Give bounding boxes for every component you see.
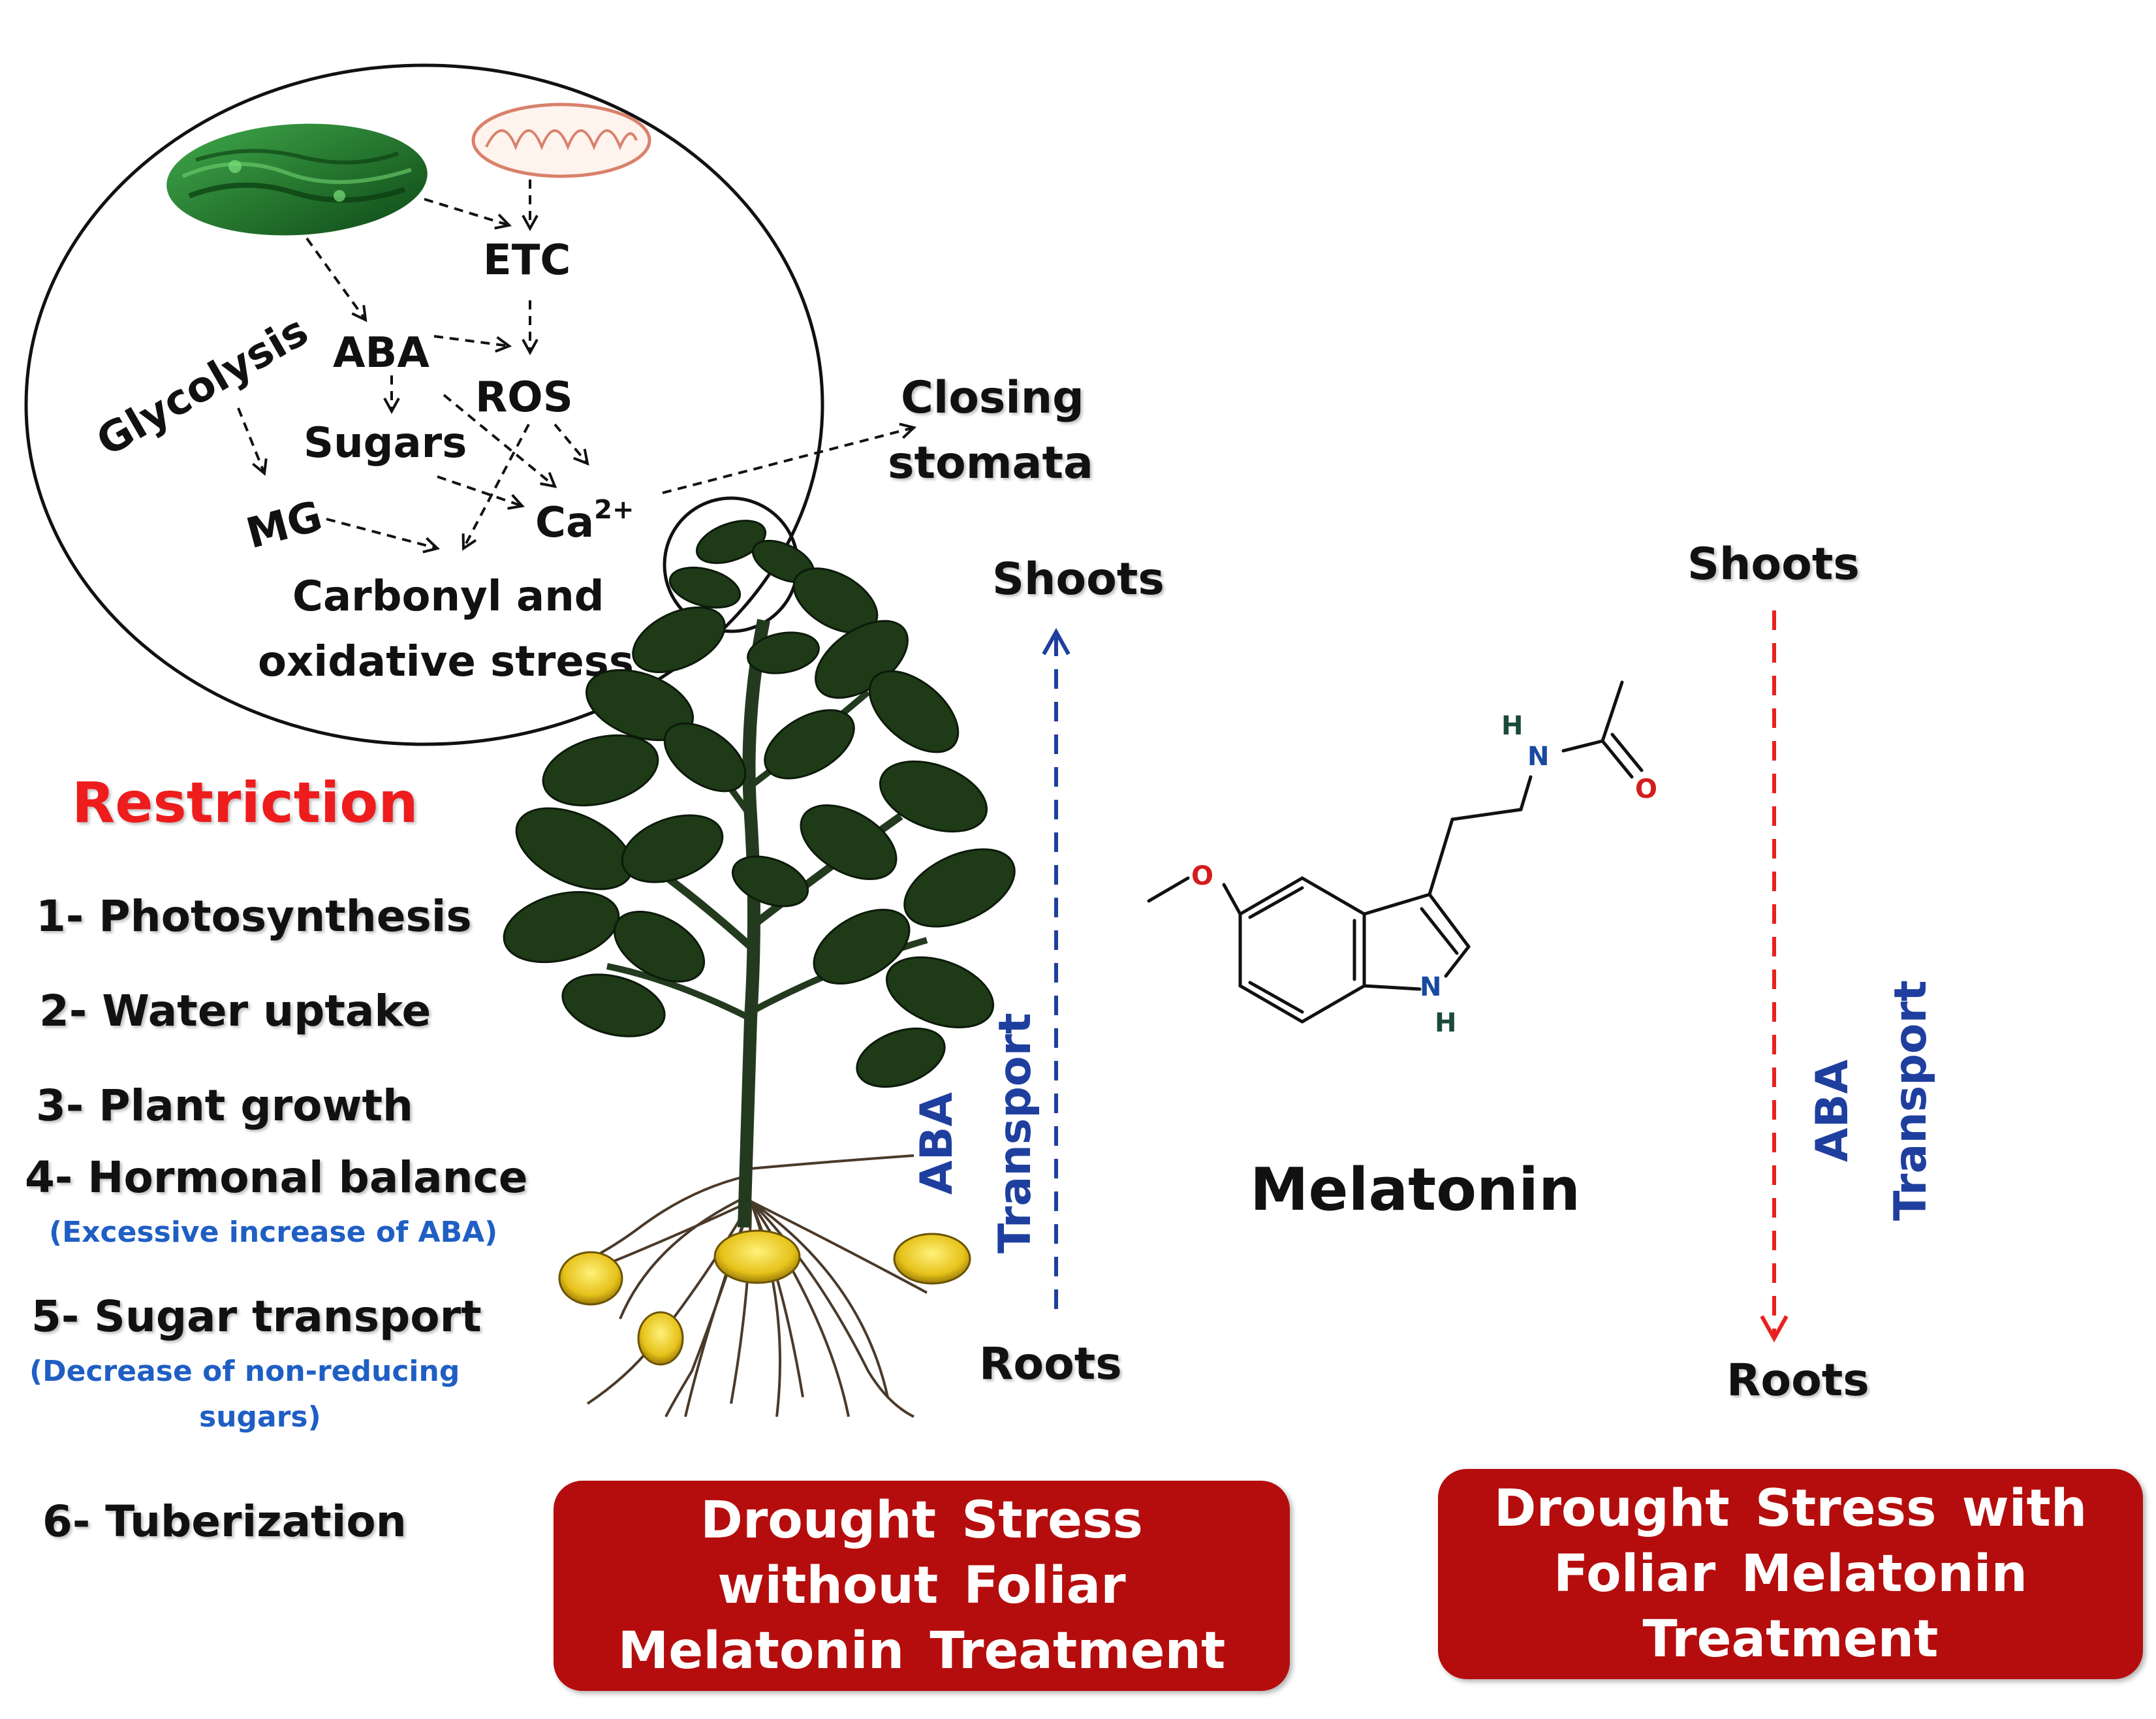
- mg-label: MG: [242, 492, 327, 559]
- left-shoots-label: Shoots: [992, 554, 1164, 605]
- restriction-item-3: 3- Plant growth: [36, 1080, 413, 1131]
- box-left-line1: Drought Stress: [700, 1491, 1143, 1550]
- closing-stomata-line1: Closing: [901, 372, 1084, 424]
- restriction-title: Restriction: [72, 770, 418, 836]
- cell-circle: [24, 63, 824, 746]
- carbonyl-stress-line2: oxidative stress: [258, 638, 634, 686]
- restriction-item-4-note: (Excessive increase of ABA): [49, 1216, 498, 1249]
- box-right-line1: Drought Stress with: [1493, 1479, 2087, 1538]
- ros-label: ROS: [475, 373, 573, 422]
- right-aba-label: ABA: [1807, 1060, 1858, 1162]
- restriction-item-5: 5- Sugar transport: [31, 1291, 482, 1342]
- right-transport-label: Transport: [1885, 980, 1937, 1221]
- left-aba-label: ABA: [911, 1092, 963, 1195]
- pathway-arrows: [237, 180, 917, 554]
- svg-text:O: O: [1635, 774, 1657, 804]
- left-roots-label: Roots: [979, 1338, 1122, 1390]
- restriction-item-5-note-line2: sugars): [199, 1400, 321, 1434]
- box-with-melatonin: Drought Stress with Foliar Melatonin Tre…: [1438, 1469, 2143, 1679]
- right-shoots-label: Shoots: [1687, 539, 1860, 590]
- ca-label: Ca2+: [535, 495, 634, 547]
- box-right-line3: Treatment: [1642, 1610, 1939, 1669]
- glycolysis-label: Glycolysis: [89, 307, 317, 466]
- box-right-line2: Foliar Melatonin: [1554, 1545, 2027, 1603]
- svg-text:H: H: [1435, 1008, 1456, 1038]
- sugars-label: Sugars: [304, 419, 467, 467]
- carbonyl-stress-line1: Carbonyl and: [292, 573, 604, 621]
- etc-label: ETC: [483, 236, 570, 285]
- box-left-line2: without Foliar: [717, 1556, 1126, 1615]
- left-transport-label: Transport: [990, 1013, 1041, 1254]
- right-roots-label: Roots: [1726, 1355, 1869, 1406]
- mitochondrion-icon: [471, 103, 651, 178]
- box-without-melatonin: Drought Stress without Foliar Melatonin …: [554, 1481, 1290, 1691]
- restriction-item-1: 1- Photosynthesis: [36, 891, 472, 941]
- melatonin-atoms: H N O O N H: [1191, 711, 1657, 1038]
- potato-plant-illustration: [503, 520, 1016, 1418]
- melatonin-name: Melatonin: [1250, 1156, 1581, 1224]
- svg-text:N: N: [1527, 742, 1549, 772]
- melatonin-structure: [1147, 680, 1644, 1024]
- restriction-item-6: 6- Tuberization: [42, 1496, 407, 1547]
- restriction-item-2: 2- Water uptake: [39, 986, 431, 1036]
- svg-text:O: O: [1191, 861, 1213, 891]
- chloroplast-icon: [166, 123, 428, 236]
- aba-cell-label: ABA: [333, 329, 430, 377]
- svg-text:H: H: [1501, 711, 1523, 741]
- restriction-item-5-note-line1: (Decrease of non-reducing: [29, 1355, 460, 1388]
- closing-stomata-line2: stomata: [888, 437, 1093, 489]
- restriction-item-4: 4- Hormonal balance: [25, 1152, 528, 1203]
- box-left-line3: Melatonin Treatment: [617, 1622, 1226, 1680]
- svg-text:N: N: [1420, 972, 1441, 1002]
